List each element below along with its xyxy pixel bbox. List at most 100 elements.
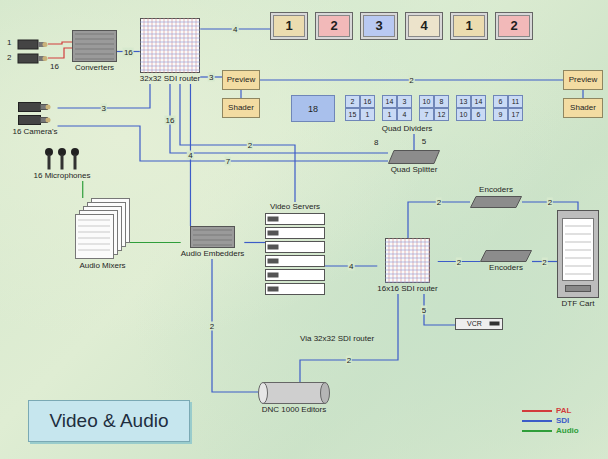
divider-tile: 4 — [397, 108, 412, 121]
divider-tile: 6 — [493, 95, 508, 108]
legend-row: PAL — [522, 406, 579, 416]
divider-tile: 15 — [345, 108, 360, 121]
wire-count: 2 — [209, 321, 215, 330]
divider-tile: 12 — [434, 108, 449, 121]
node-text: DNC 1000 Editors — [262, 405, 326, 415]
node-text: Quad Splitter — [391, 165, 438, 175]
wire-count: 2 — [346, 356, 352, 365]
signal-wire — [82, 181, 83, 198]
node-rack: Audio Embedders — [190, 226, 235, 248]
wire-count: 4 — [187, 151, 193, 160]
node-dtf: DTF Cart — [557, 210, 599, 298]
node-mon: 2 — [315, 12, 353, 40]
wire-count: 4 — [348, 262, 354, 271]
node-text: Audio Mixers — [79, 261, 125, 271]
node-mon: 2 — [495, 12, 533, 40]
pal-cameras — [18, 40, 48, 63]
node-vcr: VCR — [455, 318, 503, 330]
callout-label: 8 — [374, 138, 378, 148]
signal-wire — [582, 90, 583, 98]
divider-tile: 6 — [471, 108, 486, 121]
node-text: Quad Dividers — [382, 124, 433, 134]
wire-count: 2 — [436, 198, 442, 207]
legend-text: SDI — [556, 416, 569, 426]
node-text: Encoders — [479, 185, 513, 195]
divider-tile: 9 — [493, 108, 508, 121]
node-text: VCR — [455, 318, 503, 330]
node-text: Video Servers — [270, 202, 320, 212]
node-cams: 16 Camera's — [18, 100, 52, 126]
node-text: 32x32 SDI router — [140, 74, 200, 84]
wire-count: 7 — [225, 157, 231, 166]
node-text: 16 Microphones — [34, 171, 91, 181]
node-box: Preview — [222, 70, 260, 90]
divider-tile: 10 — [456, 108, 471, 121]
divider-tile: 3 — [397, 95, 412, 108]
wire-count: 3 — [208, 73, 214, 82]
node-shape — [75, 198, 130, 260]
callout-label: 1 — [7, 38, 11, 48]
title-box: Video & Audio — [28, 400, 190, 442]
node-mon: 4 — [405, 12, 443, 40]
signal-wire — [408, 202, 470, 238]
wire-count: 2 — [541, 257, 547, 266]
node-shape — [470, 196, 522, 208]
wire-count: 2 — [408, 76, 414, 85]
node-text: 4 — [405, 12, 443, 40]
signal-wire — [424, 294, 455, 325]
wire-count: 2 — [456, 257, 462, 266]
signal-wire — [180, 84, 295, 202]
node-text: 3 — [360, 12, 398, 40]
signal-wire — [58, 126, 388, 161]
node-text: Preview — [563, 70, 603, 90]
node-mics: 16 Microphones — [42, 148, 82, 170]
node-text: Converters — [75, 63, 114, 73]
node-text: Audio Embedders — [181, 249, 245, 259]
divider-tile: 13 — [456, 95, 471, 108]
wire-count: 2 — [247, 141, 253, 150]
legend-swatch — [522, 420, 552, 422]
wire-count: 16 — [123, 47, 134, 56]
divider-tile: 8 — [434, 95, 449, 108]
node-shape — [190, 226, 235, 248]
node-text: 1 — [270, 12, 308, 40]
signal-wire — [413, 134, 414, 150]
divider-tile: 11 — [508, 95, 523, 108]
wire-count: 16 — [165, 116, 176, 125]
wire-count: 3 — [101, 104, 107, 113]
node-mon: 1 — [270, 12, 308, 40]
wire-count: 5 — [421, 305, 427, 314]
signal-wire — [212, 259, 258, 392]
signal-wire — [300, 294, 398, 382]
wire-count: 4 — [232, 25, 238, 34]
node-grid: 16x16 SDI router — [385, 238, 430, 283]
node-servers: Video Servers — [265, 213, 325, 298]
node-text: 1 — [450, 12, 488, 40]
node-shape — [72, 30, 117, 62]
divider-tile: 1 — [382, 108, 397, 121]
callout-label: 2 — [7, 53, 11, 63]
signal-wire — [170, 84, 388, 153]
node-text: 2 — [315, 12, 353, 40]
pal-wires — [48, 42, 72, 58]
node-text: Preview — [222, 70, 260, 90]
node-text: 2 — [495, 12, 533, 40]
signal-wire — [130, 242, 181, 243]
node-mon: 1 — [450, 12, 488, 40]
node-text: 16 Camera's — [12, 127, 57, 137]
node-box: Shader — [563, 98, 603, 118]
node-rack: Converters — [72, 30, 117, 62]
node-text: 16x16 SDI router — [377, 284, 437, 294]
divider-tile: 1 — [360, 108, 375, 121]
divider-tile: 18 — [291, 95, 335, 122]
node-shape — [140, 18, 200, 73]
node-grid: 32x32 SDI router — [140, 18, 200, 73]
divider-tile: 14 — [471, 95, 486, 108]
callout-label: 16 — [50, 62, 59, 72]
node-editors: DNC 1000 Editors — [258, 382, 330, 404]
divider-tile: 10 — [419, 95, 434, 108]
legend-row: SDI — [522, 416, 579, 426]
divider-tile: 14 — [382, 95, 397, 108]
node-text: Shader — [222, 98, 260, 118]
